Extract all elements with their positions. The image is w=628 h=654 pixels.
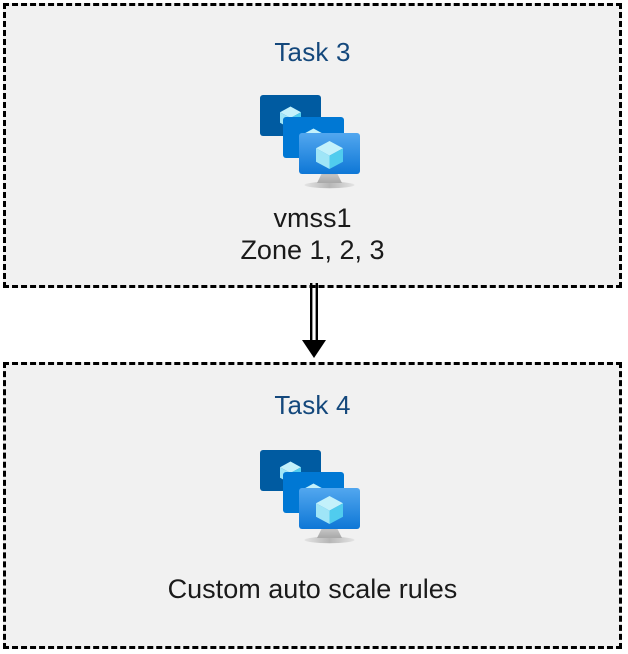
task-caption-line: vmss1 [273, 203, 352, 233]
task-caption: Custom auto scale rules [6, 573, 619, 605]
arrow-down-icon [294, 283, 334, 363]
task-title: Task 3 [274, 37, 351, 67]
task-caption: vmss1 Zone 1, 2, 3 [6, 202, 619, 266]
vm-scale-set-icon [257, 446, 377, 544]
task-caption-line: Zone 1, 2, 3 [240, 235, 385, 265]
task-caption-line: Custom auto scale rules [167, 574, 458, 604]
task-box-task-3: Task 3 [3, 3, 622, 288]
task-box-task-4: Task 4 [3, 362, 622, 649]
vm-scale-set-icon [257, 91, 377, 189]
task-title: Task 4 [274, 390, 351, 420]
